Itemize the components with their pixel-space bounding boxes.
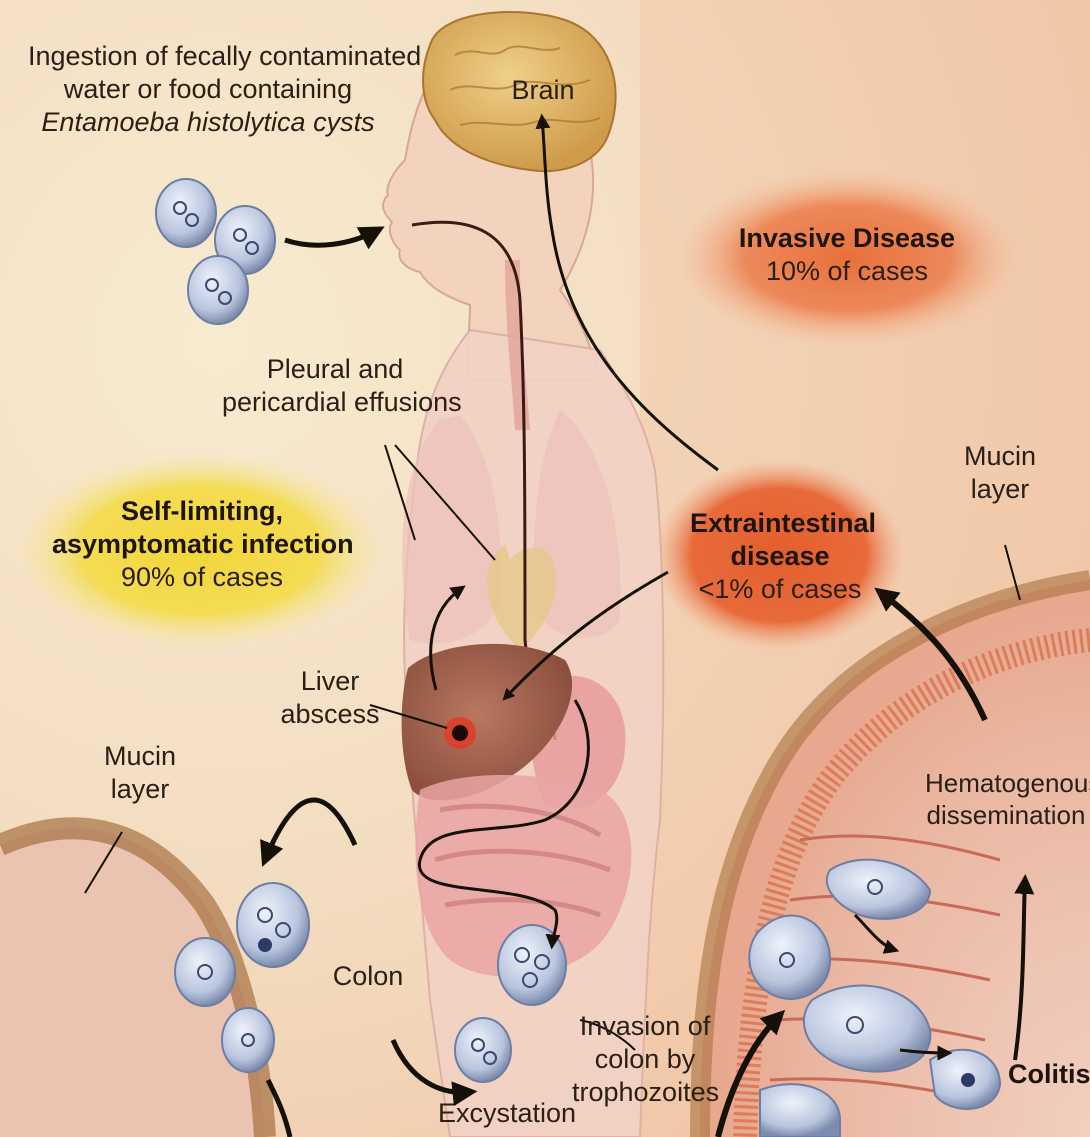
mucin-right-line-2: layer <box>950 473 1050 506</box>
hematogenous-line-1: Hematogenous <box>925 768 1087 800</box>
self-limiting-label: Self-limiting, asymptomatic infection 90… <box>52 495 352 594</box>
pleural-label: Pleural and pericardial effusions <box>222 353 448 419</box>
invasion-line-3: trophozoites <box>572 1076 718 1109</box>
colitis-label: Colitis <box>1008 1058 1088 1091</box>
pleural-line-1: Pleural and <box>222 353 448 386</box>
invasion-line-2: colon by <box>572 1043 718 1076</box>
self-limiting-line-1: Self-limiting, <box>52 495 352 528</box>
mucin-left-line-1: Mucin <box>90 740 190 773</box>
hematogenous-line-2: dissemination <box>925 800 1087 832</box>
hematogenous-label: Hematogenous dissemination <box>925 768 1087 831</box>
excystation-label: Excystation <box>438 1097 566 1130</box>
mucin-right-line-1: Mucin <box>950 440 1050 473</box>
mucin-layer-right-label: Mucin layer <box>950 440 1050 506</box>
mucin-layer-left-label: Mucin layer <box>90 740 190 806</box>
ingestion-line-2: water or food containing <box>28 73 388 106</box>
extraintestinal-line-1: Extraintestinal <box>690 507 870 540</box>
extraintestinal-line-2: disease <box>690 540 870 573</box>
self-limiting-line-2: asymptomatic infection <box>52 528 352 561</box>
mucin-left-line-2: layer <box>90 773 190 806</box>
liver-line-2: abscess <box>280 698 380 731</box>
invasion-label: Invasion of colon by trophozoites <box>572 1010 718 1109</box>
invasive-title: Invasive Disease <box>712 222 982 255</box>
liver-abscess-label: Liver abscess <box>280 665 380 731</box>
colon-label: Colon <box>330 960 406 993</box>
liver-line-1: Liver <box>280 665 380 698</box>
invasive-pct: 10% of cases <box>712 255 982 288</box>
ingestion-line-1: Ingestion of fecally contaminated <box>28 40 388 73</box>
ingestion-line-3: Entamoeba histolytica cysts <box>28 106 388 139</box>
invasion-line-1: Invasion of <box>572 1010 718 1043</box>
extraintestinal-pct: <1% of cases <box>690 573 870 606</box>
invasive-disease-label: Invasive Disease 10% of cases <box>712 222 982 288</box>
extraintestinal-label: Extraintestinal disease <1% of cases <box>690 507 870 606</box>
pleural-line-2: pericardial effusions <box>222 386 448 419</box>
brain-label: Brain <box>505 74 581 107</box>
ingestion-label: Ingestion of fecally contaminated water … <box>28 40 388 139</box>
self-limiting-pct: 90% of cases <box>52 561 352 594</box>
